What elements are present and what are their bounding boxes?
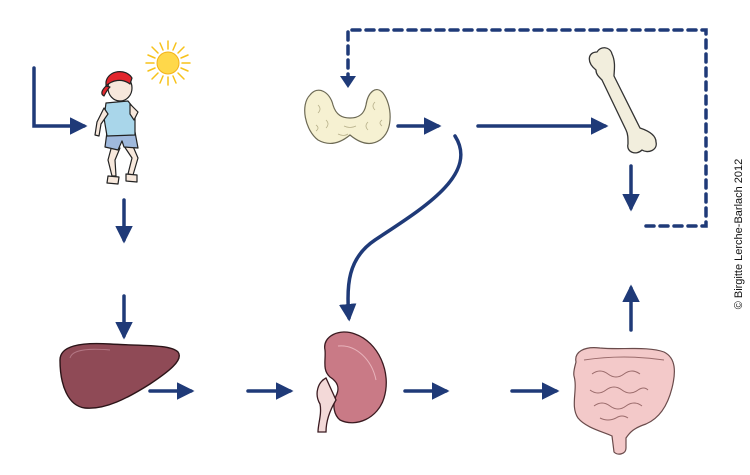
feedback-dashed-line [346, 28, 708, 228]
bone-icon [588, 47, 657, 154]
intestine-icon [573, 347, 675, 455]
child-icon [94, 71, 139, 185]
arrows [32, 28, 708, 400]
copyright-credit: © Birgitte Lerche-Barlach 2012 [733, 158, 745, 310]
liver-icon [59, 342, 180, 409]
feedback-arrowhead [340, 76, 356, 88]
arrow-curve-to-kidney [339, 134, 463, 322]
arrow-into-child [32, 66, 88, 135]
kidney-icon [316, 331, 387, 433]
thyroid-icon [304, 89, 391, 144]
sun-icon [145, 40, 191, 86]
